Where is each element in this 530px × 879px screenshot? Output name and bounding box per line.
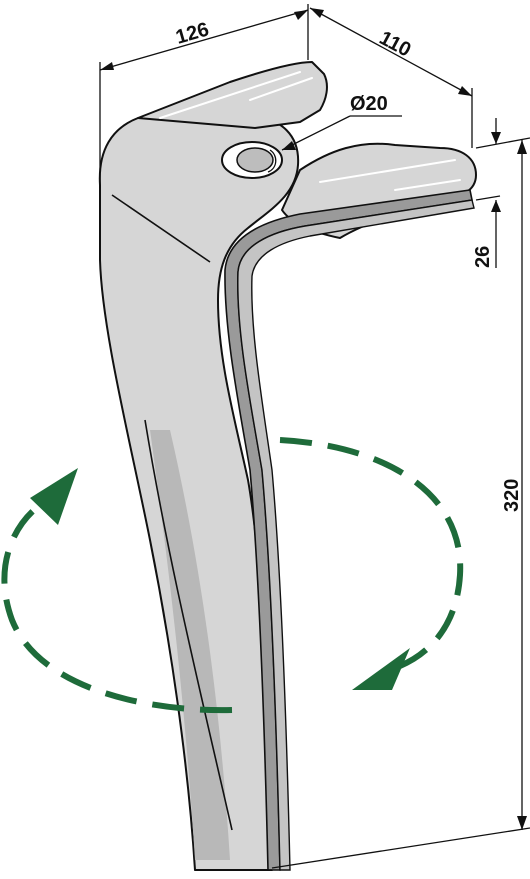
dim-26-arrow-top — [491, 132, 501, 144]
dim-26-label: 26 — [472, 246, 494, 268]
flange-right-highlight-2 — [394, 179, 461, 191]
fold-line-left — [144, 419, 233, 831]
mount-hole-bore — [236, 147, 274, 173]
dim-hole-arrow — [282, 141, 296, 150]
dim-26-bottom-extension — [475, 195, 501, 201]
dim-110-arrow-left — [310, 8, 324, 18]
rotation-arrowhead-back — [30, 468, 78, 525]
rotation-arc-back — [279, 437, 464, 671]
dim-26-arrow-bottom — [491, 200, 501, 212]
rotation-arrow-front — [1, 468, 233, 714]
dim-hole-label: Ø20 — [350, 93, 388, 115]
flange-left-highlight-2 — [249, 77, 313, 101]
dim-110-label: 110 — [376, 27, 415, 62]
flange-right-highlight — [319, 159, 456, 183]
flange-left-highlight — [159, 71, 301, 119]
fold-line-upper — [111, 194, 211, 263]
rotation-arc-front — [1, 497, 233, 714]
rotation-arrowhead-front — [352, 648, 410, 690]
dim-126-line — [99, 9, 309, 71]
dim-320-label: 320 — [501, 479, 523, 512]
dim-126-arrow-left — [100, 62, 114, 70]
mount-hole-edge — [267, 149, 277, 173]
tine — [98, 61, 477, 871]
tine-shank — [98, 117, 300, 871]
edge-groove-light — [237, 199, 475, 871]
rotation-arrow-back — [279, 437, 464, 690]
dim-320-arrow-top — [517, 140, 527, 154]
dim-110-arrow-right — [458, 86, 472, 96]
dim-110-line — [309, 7, 473, 97]
dim-320-bottom-extension — [271, 827, 530, 869]
dim-320-arrow-bottom — [517, 816, 527, 830]
dim-126-label: 126 — [173, 18, 211, 48]
dim-126-arrow-right — [294, 10, 308, 20]
dim-26-top-extension — [475, 137, 530, 149]
